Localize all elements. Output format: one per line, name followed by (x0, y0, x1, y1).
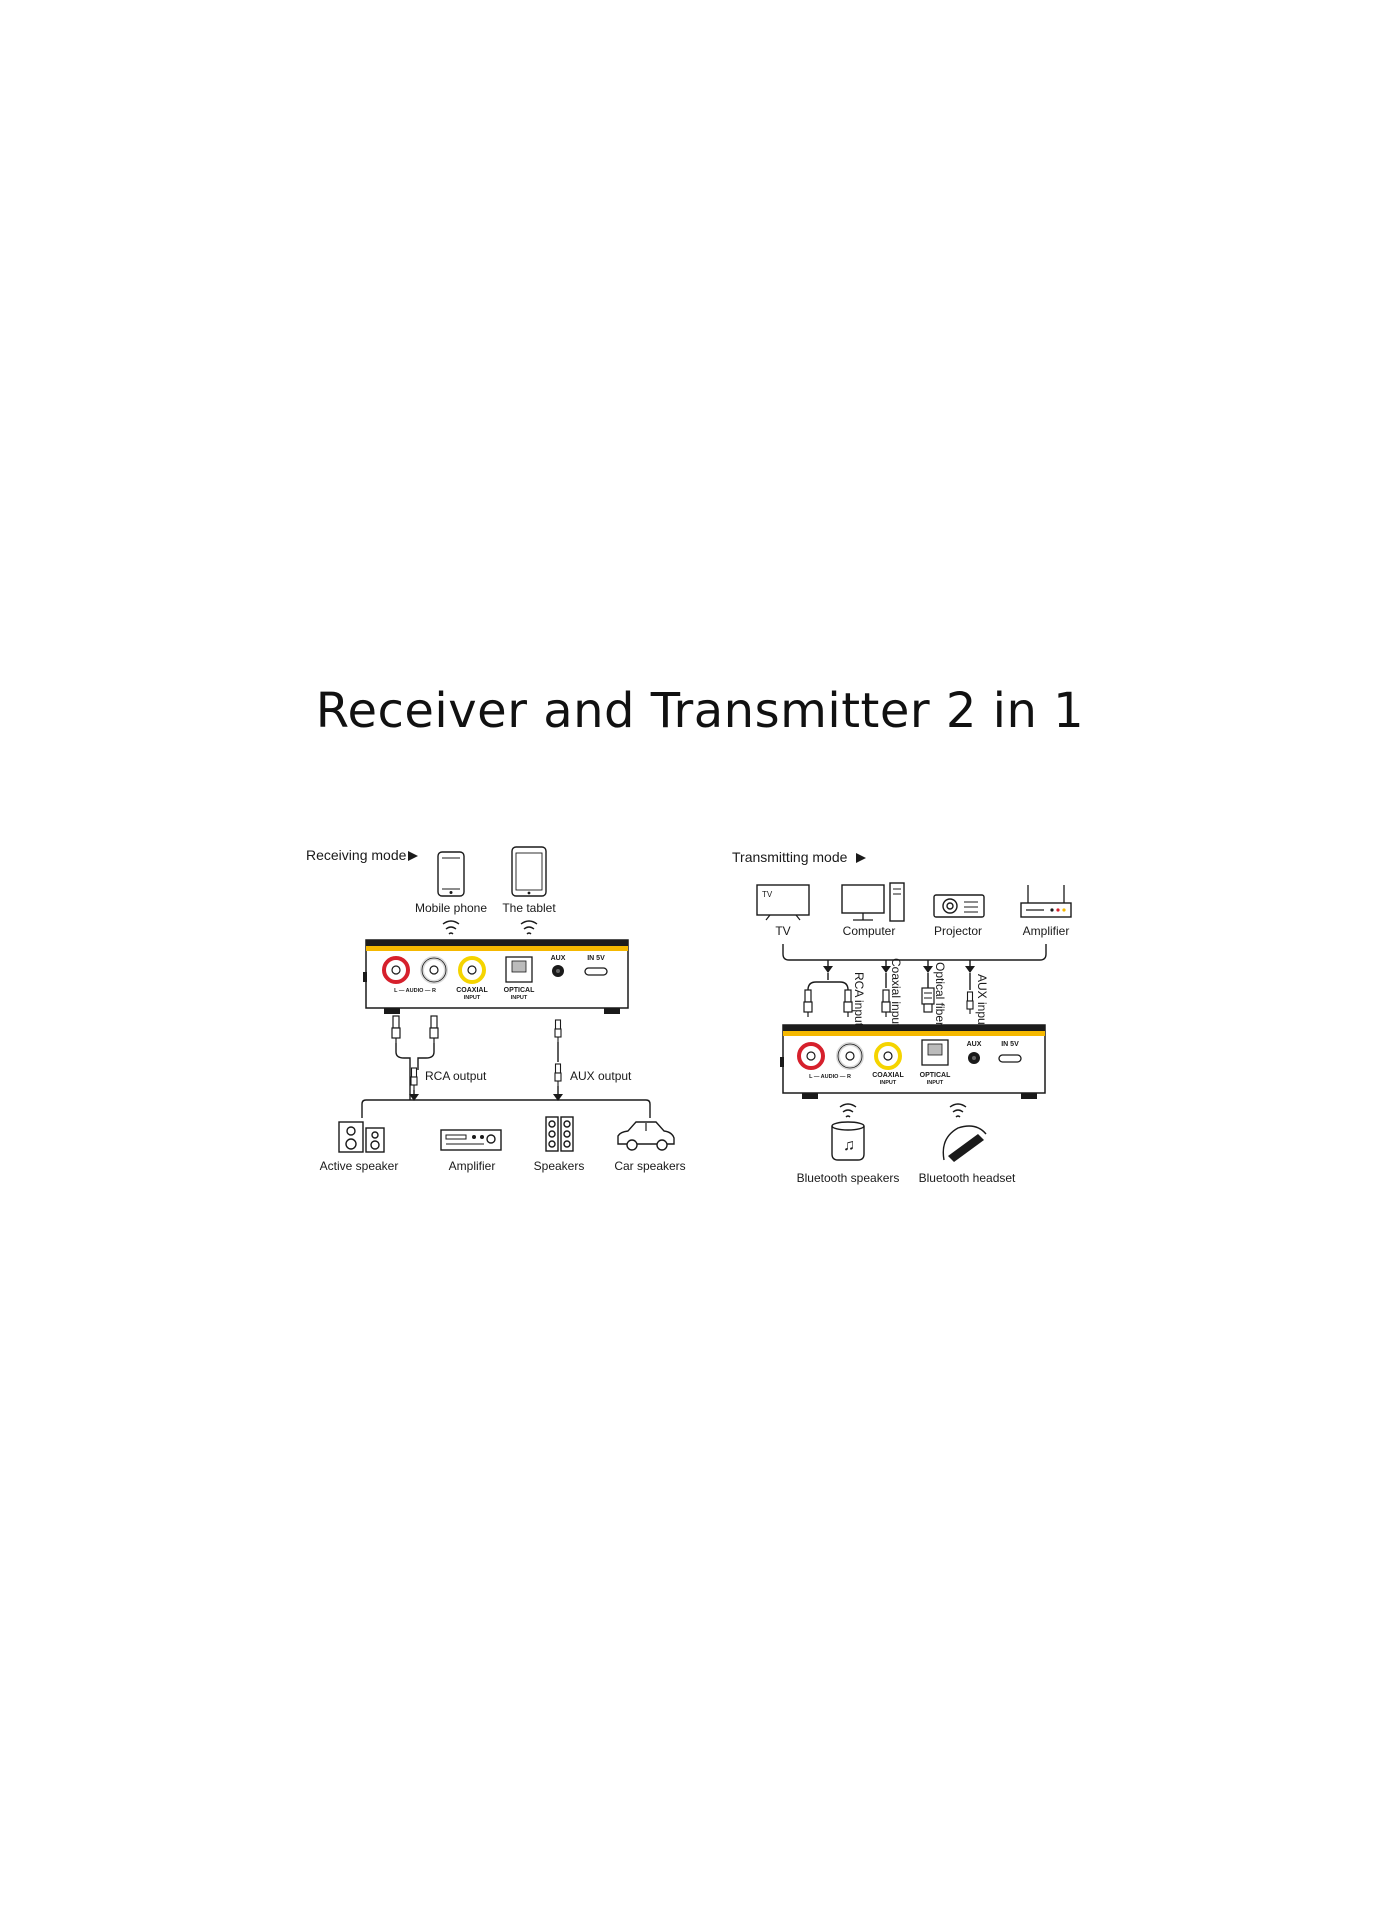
port-label-optical: OPTICAL (920, 1072, 951, 1079)
tv-icon: TV (756, 884, 810, 921)
tv-screen-text: TV (762, 890, 773, 899)
port-label-aux: AUX (551, 955, 566, 962)
music-note-icon: ♫ (843, 1137, 855, 1154)
collection-line (782, 944, 1047, 961)
port-label-lr: L — AUDIO — R (809, 1074, 851, 1080)
port-label-optical: OPTICAL (504, 987, 535, 994)
port-label-optical-sub: INPUT (511, 995, 528, 1001)
mobile-phone-icon (437, 851, 465, 897)
transmitter-device: L — AUDIO — R COAXIAL INPUT OPTICAL INPU… (780, 1024, 1046, 1099)
transmitting-mode-panel: Transmitting mode TV TV Computer (732, 849, 1072, 1185)
amplifier-icon (1020, 885, 1072, 918)
rca-output-label: RCA output (425, 1069, 487, 1083)
port-label-coaxial: COAXIAL (456, 987, 488, 994)
input-drop-lines (823, 960, 975, 973)
device-label-car-speakers: Car speakers (614, 1159, 685, 1173)
coaxial-input-cable (881, 973, 891, 1018)
port-label-coaxial: COAXIAL (872, 1072, 904, 1079)
usb-c-port (584, 967, 608, 976)
port-label-aux: AUX (967, 1041, 982, 1048)
rca-input-cable (803, 973, 853, 1018)
source-label-amplifier: Amplifier (1023, 924, 1070, 938)
port-label-coaxial-sub: INPUT (880, 1080, 897, 1086)
aux-input-cable (966, 973, 974, 1015)
usb-c-port (998, 1054, 1022, 1063)
bluetooth-headset-icon (942, 1125, 987, 1162)
rca-input-label: RCA input (852, 972, 866, 1027)
active-speaker-icon (338, 1121, 385, 1153)
source-label-computer: Computer (843, 924, 896, 938)
arrow-right-icon (856, 853, 866, 863)
receiving-mode-label: Receiving mode (306, 847, 407, 863)
source-label-mobile-phone: Mobile phone (415, 901, 487, 915)
bluetooth-wave-icon (442, 920, 460, 935)
amplifier-icon (440, 1129, 502, 1151)
speakers-icon (545, 1116, 574, 1152)
distribution-line (361, 1099, 651, 1118)
source-label-projector: Projector (934, 924, 982, 938)
optical-port (505, 956, 533, 983)
aux-input-label: AUX input (975, 974, 989, 1029)
arrow-right-icon (408, 851, 418, 861)
device-label-bluetooth-speakers: Bluetooth speakers (797, 1171, 900, 1185)
port-label-in5v: IN 5V (1001, 1041, 1019, 1048)
bluetooth-wave-icon (839, 1103, 857, 1118)
device-label-amplifier: Amplifier (449, 1159, 496, 1173)
source-label-tv: TV (775, 924, 790, 938)
aux-output-cable (553, 1019, 563, 1101)
port-label-lr: L — AUDIO — R (394, 988, 436, 994)
source-label-tablet: The tablet (502, 901, 556, 915)
optical-fiber-cable (921, 973, 935, 1013)
receiving-mode-panel: Receiving mode Mobile phone The tablet (306, 846, 686, 1173)
bluetooth-speaker-icon: ♫ (831, 1121, 865, 1161)
car-icon (617, 1121, 675, 1151)
port-label-in5v: IN 5V (587, 955, 605, 962)
device-label-speakers: Speakers (534, 1159, 585, 1173)
port-label-optical-sub: INPUT (927, 1080, 944, 1086)
tablet-icon (511, 846, 547, 897)
page-title: Receiver and Transmitter 2 in 1 (315, 683, 1085, 739)
receiver-device: L — AUDIO — R COAXIAL INPUT OPTICAL INPU… (363, 939, 629, 1014)
rca-output-cable (391, 1015, 439, 1101)
projector-icon (933, 894, 985, 918)
transmitting-mode-label: Transmitting mode (732, 849, 848, 865)
device-label-bluetooth-headset: Bluetooth headset (919, 1171, 1016, 1185)
bluetooth-wave-icon (949, 1103, 967, 1118)
port-label-coaxial-sub: INPUT (464, 995, 481, 1001)
aux-output-label: AUX output (570, 1069, 632, 1083)
device-label-active-speaker: Active speaker (320, 1159, 399, 1173)
computer-icon (841, 882, 905, 922)
coaxial-input-label: Coaxial input (889, 958, 903, 1028)
bluetooth-wave-icon (520, 920, 538, 935)
optical-fiber-label: Optical fiber (933, 962, 947, 1026)
